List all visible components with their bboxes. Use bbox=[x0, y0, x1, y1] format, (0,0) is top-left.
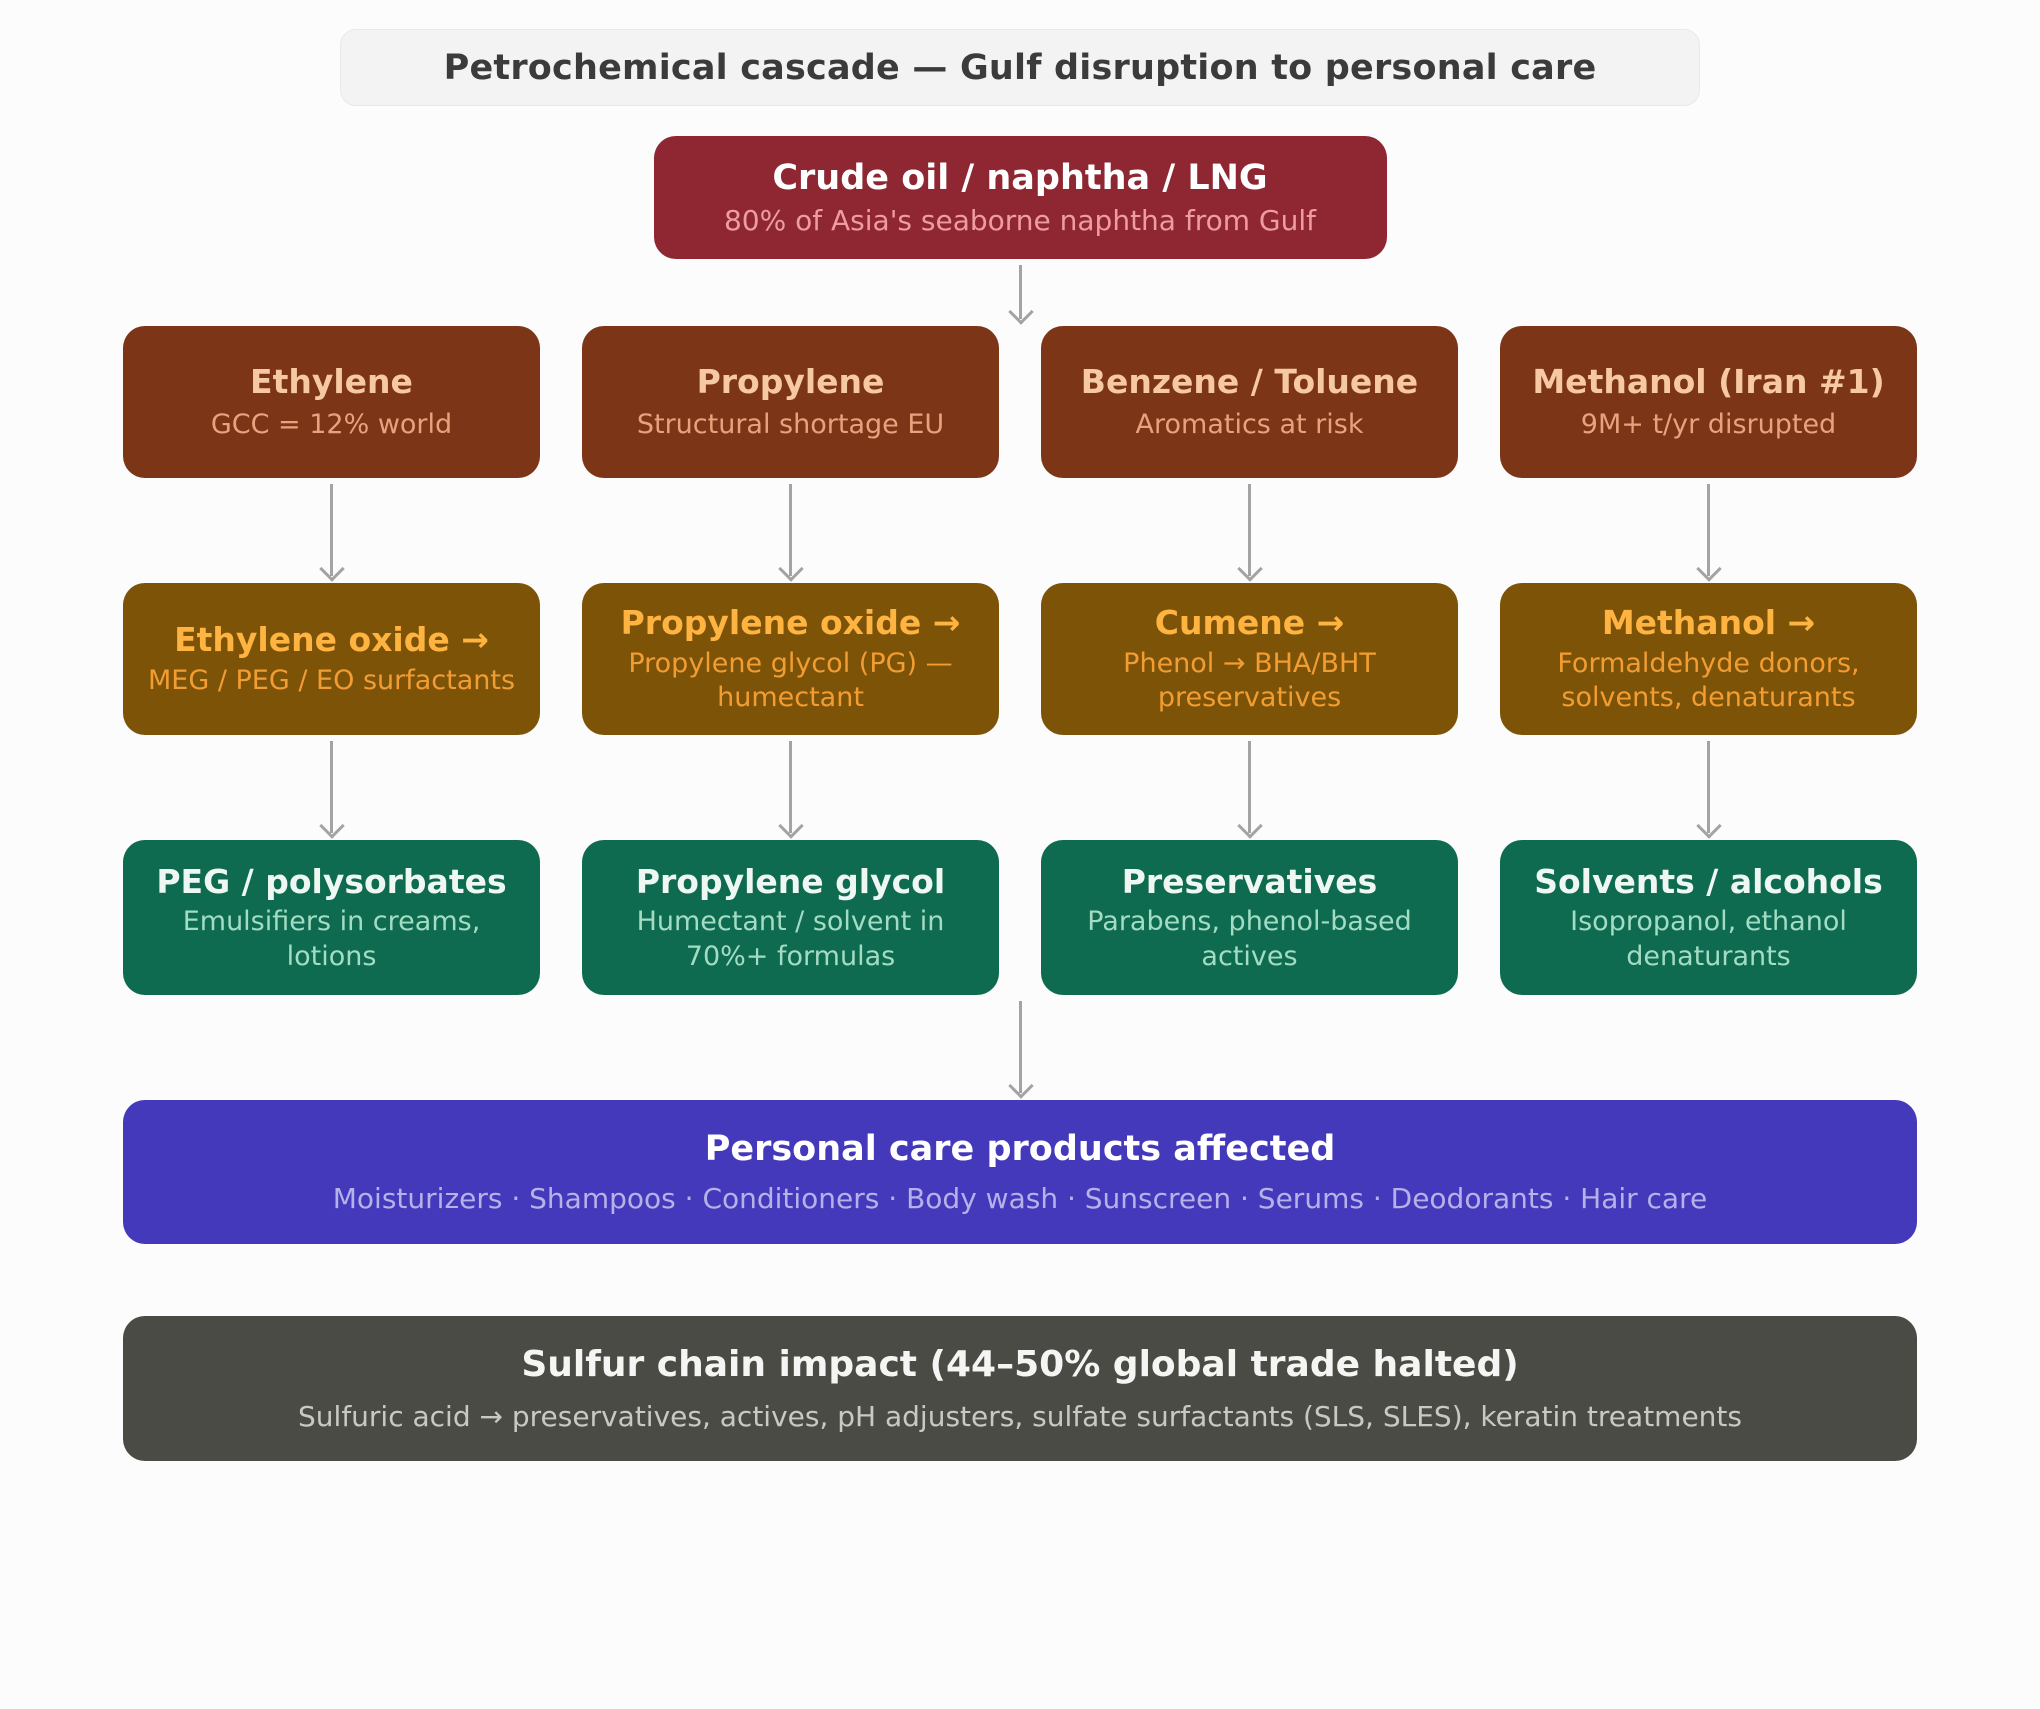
node-propylene-oxide-subtitle: Propylene glycol (PG) — humectant bbox=[628, 647, 953, 714]
arrow-cell bbox=[1041, 735, 1458, 840]
arrow-benzene-down bbox=[1237, 478, 1263, 583]
node-propylene-subtitle: Structural shortage EU bbox=[636, 409, 945, 441]
node-methanol-derivatives-title: Methanol → bbox=[1601, 603, 1816, 642]
arrow-ingredients-to-personal-care bbox=[1007, 995, 1033, 1100]
node-preservatives-title: Preservatives bbox=[1121, 861, 1378, 901]
node-propylene-oxide-title: Propylene oxide → bbox=[620, 603, 961, 642]
node-solvents-alcohols: Solvents / alcohols Isopropanol, ethanol… bbox=[1500, 840, 1917, 995]
node-propylene: Propylene Structural shortage EU bbox=[582, 326, 999, 478]
petrochemical-cascade-diagram: Petrochemical cascade — Gulf disruption … bbox=[0, 29, 2040, 1709]
arrow-propylene-down bbox=[778, 478, 804, 583]
node-crude-oil-subtitle: 80% of Asia's seaborne naphtha from Gulf bbox=[723, 204, 1316, 238]
node-personal-care-subtitle: Moisturizers · Shampoos · Conditioners ·… bbox=[332, 1181, 1708, 1215]
arrow-ingredients-to-personal-care-wrap bbox=[0, 995, 2040, 1100]
node-propylene-glycol-subtitle: Humectant / solvent in 70%+ formulas bbox=[636, 906, 945, 972]
arrow-row-feedstocks-to-intermediates bbox=[123, 478, 1917, 583]
node-propylene-glycol-title: Propylene glycol bbox=[635, 861, 946, 901]
node-crude-oil-title: Crude oil / naphtha / LNG bbox=[772, 157, 1268, 198]
node-preservatives-subtitle: Parabens, phenol-based actives bbox=[1087, 906, 1412, 972]
node-peg-polysorbates-title: PEG / polysorbates bbox=[156, 861, 507, 901]
node-methanol-derivatives-subtitle: Formaldehyde donors, solvents, denaturan… bbox=[1557, 647, 1860, 714]
node-peg-polysorbates: PEG / polysorbates Emulsifiers in creams… bbox=[123, 840, 540, 995]
arrow-ethylene-oxide-down bbox=[319, 735, 345, 840]
node-benzene-toluene: Benzene / Toluene Aromatics at risk bbox=[1041, 326, 1458, 478]
node-crude-oil: Crude oil / naphtha / LNG 80% of Asia's … bbox=[653, 136, 1387, 259]
node-ethylene-oxide: Ethylene oxide → MEG / PEG / EO surfacta… bbox=[123, 583, 540, 735]
node-benzene-toluene-title: Benzene / Toluene bbox=[1080, 362, 1419, 402]
node-peg-polysorbates-subtitle: Emulsifiers in creams, lotions bbox=[182, 906, 481, 972]
arrow-cell bbox=[123, 735, 540, 840]
arrow-propylene-oxide-down bbox=[778, 735, 804, 840]
row-ingredients: PEG / polysorbates Emulsifiers in creams… bbox=[123, 840, 1917, 995]
node-cumene-title: Cumene → bbox=[1154, 603, 1345, 642]
arrow-cell bbox=[1041, 478, 1458, 583]
arrow-row-intermediates-to-ingredients bbox=[123, 735, 1917, 840]
row-intermediates: Ethylene oxide → MEG / PEG / EO surfacta… bbox=[123, 583, 1917, 735]
node-sulfur-impact-subtitle: Sulfuric acid → preservatives, actives, … bbox=[298, 1399, 1742, 1433]
node-ethylene-oxide-title: Ethylene oxide → bbox=[174, 620, 489, 660]
diagram-title-text: Petrochemical cascade — Gulf disruption … bbox=[443, 47, 1597, 88]
node-ethylene-title: Ethylene bbox=[250, 362, 413, 402]
node-preservatives: Preservatives Parabens, phenol-based act… bbox=[1041, 840, 1458, 995]
arrow-cell bbox=[582, 735, 999, 840]
node-personal-care-title: Personal care products affected bbox=[704, 1129, 1336, 1170]
arrow-methanol-derivatives-down bbox=[1696, 735, 1722, 840]
arrow-cell bbox=[582, 478, 999, 583]
node-methanol-feedstock-title: Methanol (Iran #1) bbox=[1532, 362, 1885, 402]
arrow-crude-to-feedstocks-wrap bbox=[0, 259, 2040, 326]
arrow-cell bbox=[1500, 735, 1917, 840]
node-sulfur-impact: Sulfur chain impact (44–50% global trade… bbox=[123, 1316, 1917, 1461]
arrow-methanol-down bbox=[1696, 478, 1722, 583]
arrow-cumene-down bbox=[1237, 735, 1263, 840]
node-methanol-derivatives: Methanol → Formaldehyde donors, solvents… bbox=[1500, 583, 1917, 735]
arrow-cell bbox=[123, 478, 540, 583]
arrow-cell bbox=[1500, 478, 1917, 583]
arrow-crude-to-feedstocks bbox=[1007, 259, 1033, 326]
node-methanol-feedstock: Methanol (Iran #1) 9M+ t/yr disrupted bbox=[1500, 326, 1917, 478]
node-propylene-glycol: Propylene glycol Humectant / solvent in … bbox=[582, 840, 999, 995]
node-ethylene-subtitle: GCC = 12% world bbox=[210, 409, 453, 441]
node-solvents-alcohols-subtitle: Isopropanol, ethanol denaturants bbox=[1570, 906, 1847, 972]
node-benzene-toluene-subtitle: Aromatics at risk bbox=[1135, 409, 1364, 441]
node-personal-care: Personal care products affected Moisturi… bbox=[123, 1100, 1917, 1244]
node-propylene-oxide: Propylene oxide → Propylene glycol (PG) … bbox=[582, 583, 999, 735]
row-feedstocks: Ethylene GCC = 12% world Propylene Struc… bbox=[123, 326, 1917, 478]
node-ethylene-oxide-subtitle: MEG / PEG / EO surfactants bbox=[147, 665, 516, 697]
node-sulfur-impact-title: Sulfur chain impact (44–50% global trade… bbox=[521, 1344, 1519, 1386]
node-solvents-alcohols-title: Solvents / alcohols bbox=[1534, 861, 1883, 901]
node-propylene-title: Propylene bbox=[696, 362, 885, 402]
diagram-title: Petrochemical cascade — Gulf disruption … bbox=[340, 29, 1700, 106]
node-cumene: Cumene → Phenol → BHA/BHT preservatives bbox=[1041, 583, 1458, 735]
node-cumene-subtitle: Phenol → BHA/BHT preservatives bbox=[1123, 647, 1376, 714]
arrow-ethylene-down bbox=[319, 478, 345, 583]
node-methanol-feedstock-subtitle: 9M+ t/yr disrupted bbox=[1580, 409, 1837, 441]
node-ethylene: Ethylene GCC = 12% world bbox=[123, 326, 540, 478]
